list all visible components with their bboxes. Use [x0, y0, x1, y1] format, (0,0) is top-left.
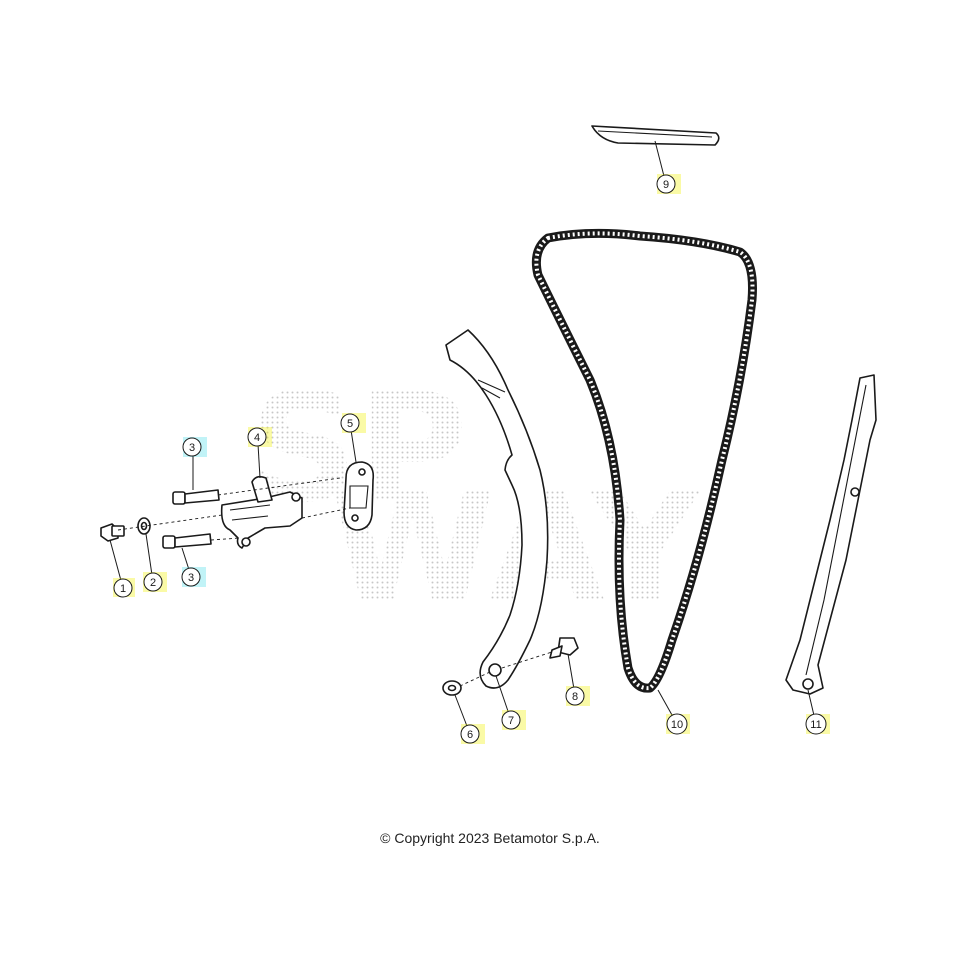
copyright-notice: © Copyright 2023 Betamotor S.p.A.	[380, 830, 600, 846]
assembly-lines	[117, 477, 553, 687]
callout-7: 7	[501, 710, 526, 730]
callout-9: 9	[656, 174, 681, 194]
callout-3-lower: 3	[181, 567, 206, 587]
bolt-upper	[172, 489, 220, 505]
callout-1: 1	[113, 578, 135, 598]
svg-text:2: 2	[150, 577, 156, 589]
tensioner-blade	[445, 329, 549, 689]
callout-2: 2	[143, 572, 167, 592]
callout-8: 8	[565, 686, 590, 706]
svg-text:9: 9	[663, 179, 669, 191]
svg-text:6: 6	[467, 729, 473, 741]
watermark-logo: SP WAY	[250, 362, 701, 636]
timing-chain	[531, 228, 757, 693]
svg-text:7: 7	[508, 715, 514, 727]
pivot-bolt	[549, 637, 579, 659]
callout-6: 6	[460, 724, 485, 744]
svg-text:3: 3	[189, 442, 195, 454]
svg-text:5: 5	[347, 418, 353, 430]
callout-4: 4	[247, 427, 272, 447]
upper-chain-guide	[591, 125, 720, 146]
svg-text:8: 8	[572, 691, 578, 703]
callout-3-upper: 3	[182, 437, 207, 457]
callout-10: 10	[666, 713, 690, 735]
chain-tensioner	[220, 475, 303, 549]
pivot-washer	[442, 680, 462, 696]
svg-text:3: 3	[188, 572, 194, 584]
svg-text:4: 4	[254, 432, 260, 444]
bolt-lower	[162, 533, 212, 549]
svg-text:11: 11	[810, 719, 821, 731]
callout-5: 5	[340, 413, 366, 433]
svg-text:10: 10	[671, 719, 683, 731]
fixed-chain-guide	[785, 374, 877, 695]
gasket	[343, 461, 375, 531]
svg-text:1: 1	[120, 583, 126, 595]
callout-11: 11	[805, 713, 830, 735]
cap-bolt	[100, 523, 125, 542]
